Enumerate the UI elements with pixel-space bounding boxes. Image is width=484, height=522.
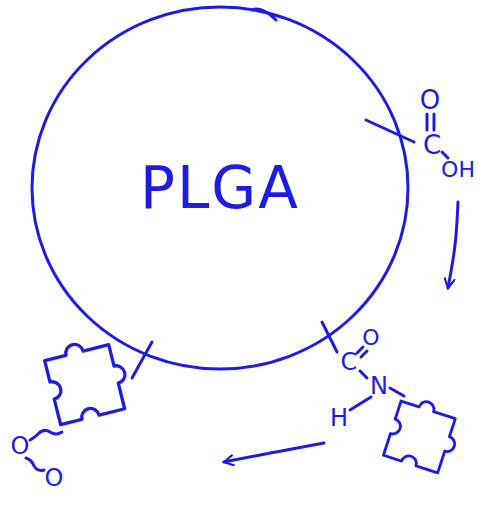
chain bbox=[30, 430, 62, 440]
polymer-particle: PLGA bbox=[30, 5, 410, 371]
atom-label: N bbox=[370, 374, 388, 398]
atom-label: OH bbox=[441, 159, 475, 181]
double-bond bbox=[427, 114, 434, 130]
reaction-arrow bbox=[224, 443, 324, 462]
bond bbox=[132, 342, 152, 378]
protein-puzzle bbox=[383, 394, 464, 475]
bond bbox=[350, 397, 371, 410]
atom-label: H bbox=[330, 406, 348, 430]
atom-label: O bbox=[362, 327, 379, 349]
bond bbox=[366, 120, 414, 142]
atom-label: O bbox=[420, 87, 440, 113]
reaction-arrow bbox=[448, 202, 458, 288]
protein-puzzle bbox=[43, 334, 134, 425]
atom-label: O bbox=[11, 434, 30, 458]
chain bbox=[26, 458, 44, 471]
atom-label: O bbox=[45, 466, 64, 490]
bond bbox=[442, 152, 448, 158]
atom-label: C bbox=[423, 132, 441, 158]
bond bbox=[390, 388, 404, 396]
particle-label: PLGA bbox=[140, 154, 300, 222]
bond bbox=[360, 371, 367, 378]
atom-label: C bbox=[341, 350, 358, 374]
